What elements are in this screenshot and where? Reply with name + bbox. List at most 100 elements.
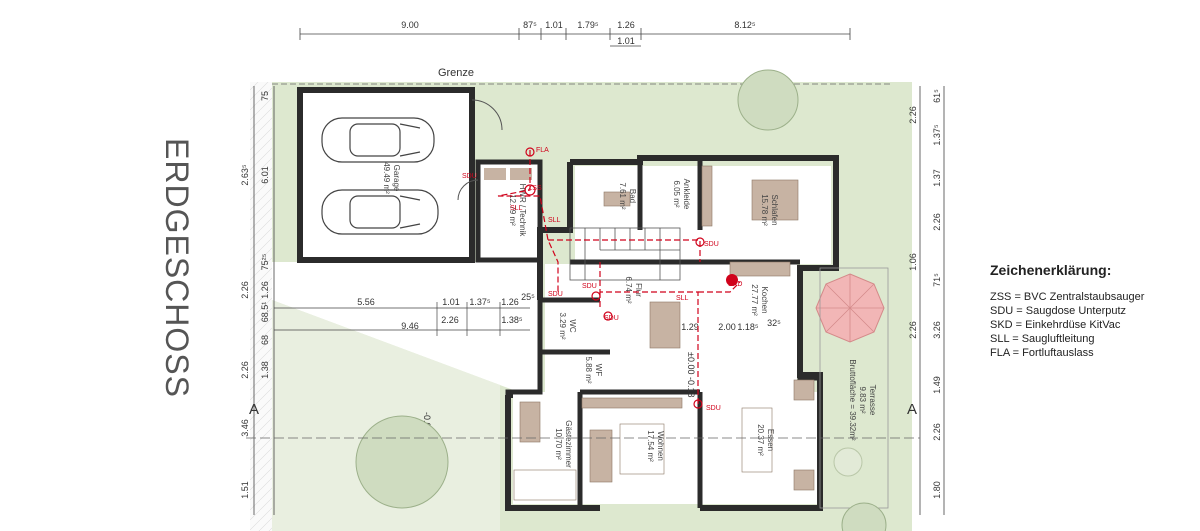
svg-text:75²⁵: 75²⁵ [260, 253, 270, 270]
section-marker-right: A [907, 401, 917, 418]
driveway-dimensions [274, 302, 530, 336]
svg-text:2.26: 2.26 [240, 361, 250, 379]
svg-text:SDU: SDU [462, 173, 477, 180]
floor-title: ERDGESCHOSS [159, 138, 195, 398]
room-kochen-area: 27.77 m² [750, 284, 759, 316]
legend-item-sdu: SDU = Saugdose Unterputz [990, 305, 1127, 317]
inner-dim-10: 2.00 [718, 322, 736, 332]
top-dim-5: 1.26 [617, 20, 635, 30]
svg-text:ZSS: ZSS [528, 185, 542, 192]
top-dim-1: 9.00 [401, 20, 419, 30]
inner-dim-7: 1.38⁵ [501, 315, 523, 325]
svg-text:SKD: SKD [728, 281, 742, 288]
legend-item-sll: SLL = Saugluftleitung [990, 333, 1095, 345]
svg-text:1.37⁵: 1.37⁵ [932, 124, 942, 146]
furniture [513, 165, 815, 501]
room-kochen-name: Kochen [760, 286, 769, 313]
vacuum-labels: FLA SDU ZSS SLL SDU SDU SLL SDU SKD SLL … [462, 147, 742, 412]
room-terrasse-gross: Bruttofläche = 39.32m² [848, 359, 857, 440]
legend: Zeichenerklärung: ZSS = BVC Zentralstaub… [990, 262, 1190, 360]
legend-item-fla: FLA = Fortluftauslass [990, 347, 1094, 359]
legend-title: Zeichenerklärung: [990, 262, 1112, 278]
tree-1 [737, 69, 799, 131]
top-dim-2: 87⁵ [523, 20, 537, 30]
room-bad-name: Bad [628, 189, 637, 203]
inner-dim-3: 1.37⁵ [469, 297, 491, 307]
room-wohnen-area: 17.54 m² [646, 430, 655, 462]
svg-text:68.5¹: 68.5¹ [260, 302, 270, 323]
inner-dim-8: 9.46 [401, 321, 419, 331]
shrub-1 [833, 447, 863, 477]
svg-text:6.01: 6.01 [260, 166, 270, 184]
svg-text:2.63⁵: 2.63⁵ [240, 164, 250, 186]
room-flur-name: Flur [634, 283, 643, 297]
inner-dim-6: 2.26 [441, 315, 459, 325]
svg-text:SDU: SDU [704, 241, 719, 248]
room-terrasse-name: Terrasse [868, 385, 877, 416]
inner-dim-2: 1.01 [442, 297, 460, 307]
room-ankleide-name: Ankleide [682, 179, 691, 210]
umbrella [815, 273, 885, 343]
top-dimension-chain [299, 28, 851, 47]
room-essen-name: Essen [766, 429, 775, 451]
level-inside: ±0.00 -0.18 [686, 352, 696, 397]
room-essen-area: 20.37 m² [756, 424, 765, 456]
section-marker-left: A [249, 401, 259, 418]
svg-text:SLL: SLL [676, 295, 689, 302]
svg-text:3.46: 3.46 [240, 419, 250, 437]
top-dim-3: 1.01 [545, 20, 563, 30]
room-wf-area: 5.88 m² [584, 356, 593, 383]
vacuum-outlets [524, 147, 705, 409]
inner-dim-5: 25⁵ [521, 292, 535, 302]
svg-text:1.26: 1.26 [260, 281, 270, 299]
svg-text:71⁵: 71⁵ [932, 273, 942, 287]
room-wf-name: WF [594, 364, 603, 377]
driveway [272, 262, 540, 400]
room-schlafen-name: Schlafen [770, 194, 779, 225]
boundary-label: Grenze [438, 67, 474, 79]
svg-text:SDU: SDU [604, 315, 619, 322]
room-flur-area: 6.74 m² [624, 276, 633, 303]
svg-text:1.38: 1.38 [260, 361, 270, 379]
inner-dim-1: 5.56 [357, 297, 375, 307]
svg-text:61⁵: 61⁵ [932, 89, 942, 103]
svg-text:1.06: 1.06 [908, 253, 918, 271]
left-dimension-labels: 75 6.01 2.63⁵ 75²⁵ 1.26 68.5¹ 68 1.38 2.… [240, 91, 270, 499]
tree-3 [841, 502, 887, 531]
room-gaeste-area: 10.70 m² [554, 428, 563, 460]
svg-text:SLL: SLL [510, 205, 523, 212]
room-garage-area: 49.49 m² [382, 162, 391, 194]
room-wc-area: 3.29 m² [558, 312, 567, 339]
svg-text:1.51: 1.51 [240, 481, 250, 499]
svg-text:SLL: SLL [548, 217, 561, 224]
room-terrasse-area: 9.83 m² [858, 386, 867, 413]
room-wohnen-name: Wohnen [656, 431, 665, 461]
svg-text:1.49: 1.49 [932, 376, 942, 394]
top-dim-4: 1.79⁵ [577, 20, 599, 30]
paved-strip-left [250, 82, 272, 531]
room-hwr-area: 12.79 m² [508, 194, 517, 226]
garage [297, 87, 503, 263]
svg-text:2.26: 2.26 [908, 321, 918, 339]
top-dim-6: 8.12⁵ [734, 20, 756, 30]
svg-text:2.26: 2.26 [908, 106, 918, 124]
svg-text:FLA: FLA [536, 147, 549, 154]
right-dimension-chain [919, 86, 945, 515]
svg-text:2.26: 2.26 [932, 423, 942, 441]
svg-text:68: 68 [260, 335, 270, 345]
inner-dim-9: 1.29 [681, 322, 699, 332]
inner-dim-4: 1.26 [501, 297, 519, 307]
car-1 [321, 117, 435, 163]
room-bad-area: 7.61 m² [618, 182, 627, 209]
right-dimension-labels: 61⁵ 1.37⁵ 2.26 1.37 2.26 1.06 71⁵ 3.26 2… [908, 89, 942, 499]
svg-text:2.26: 2.26 [932, 213, 942, 231]
skd-marker [726, 274, 738, 286]
svg-text:SDU: SDU [706, 405, 721, 412]
legend-item-skd: SKD = Einkehrdüse KitVac [990, 319, 1121, 331]
svg-text:SDU: SDU [582, 283, 597, 290]
vacuum-lines [497, 150, 741, 404]
room-garage-name: Garage [392, 165, 401, 192]
left-dimension-chain [253, 86, 275, 515]
room-ankleide-area: 6.05 m² [672, 180, 681, 207]
